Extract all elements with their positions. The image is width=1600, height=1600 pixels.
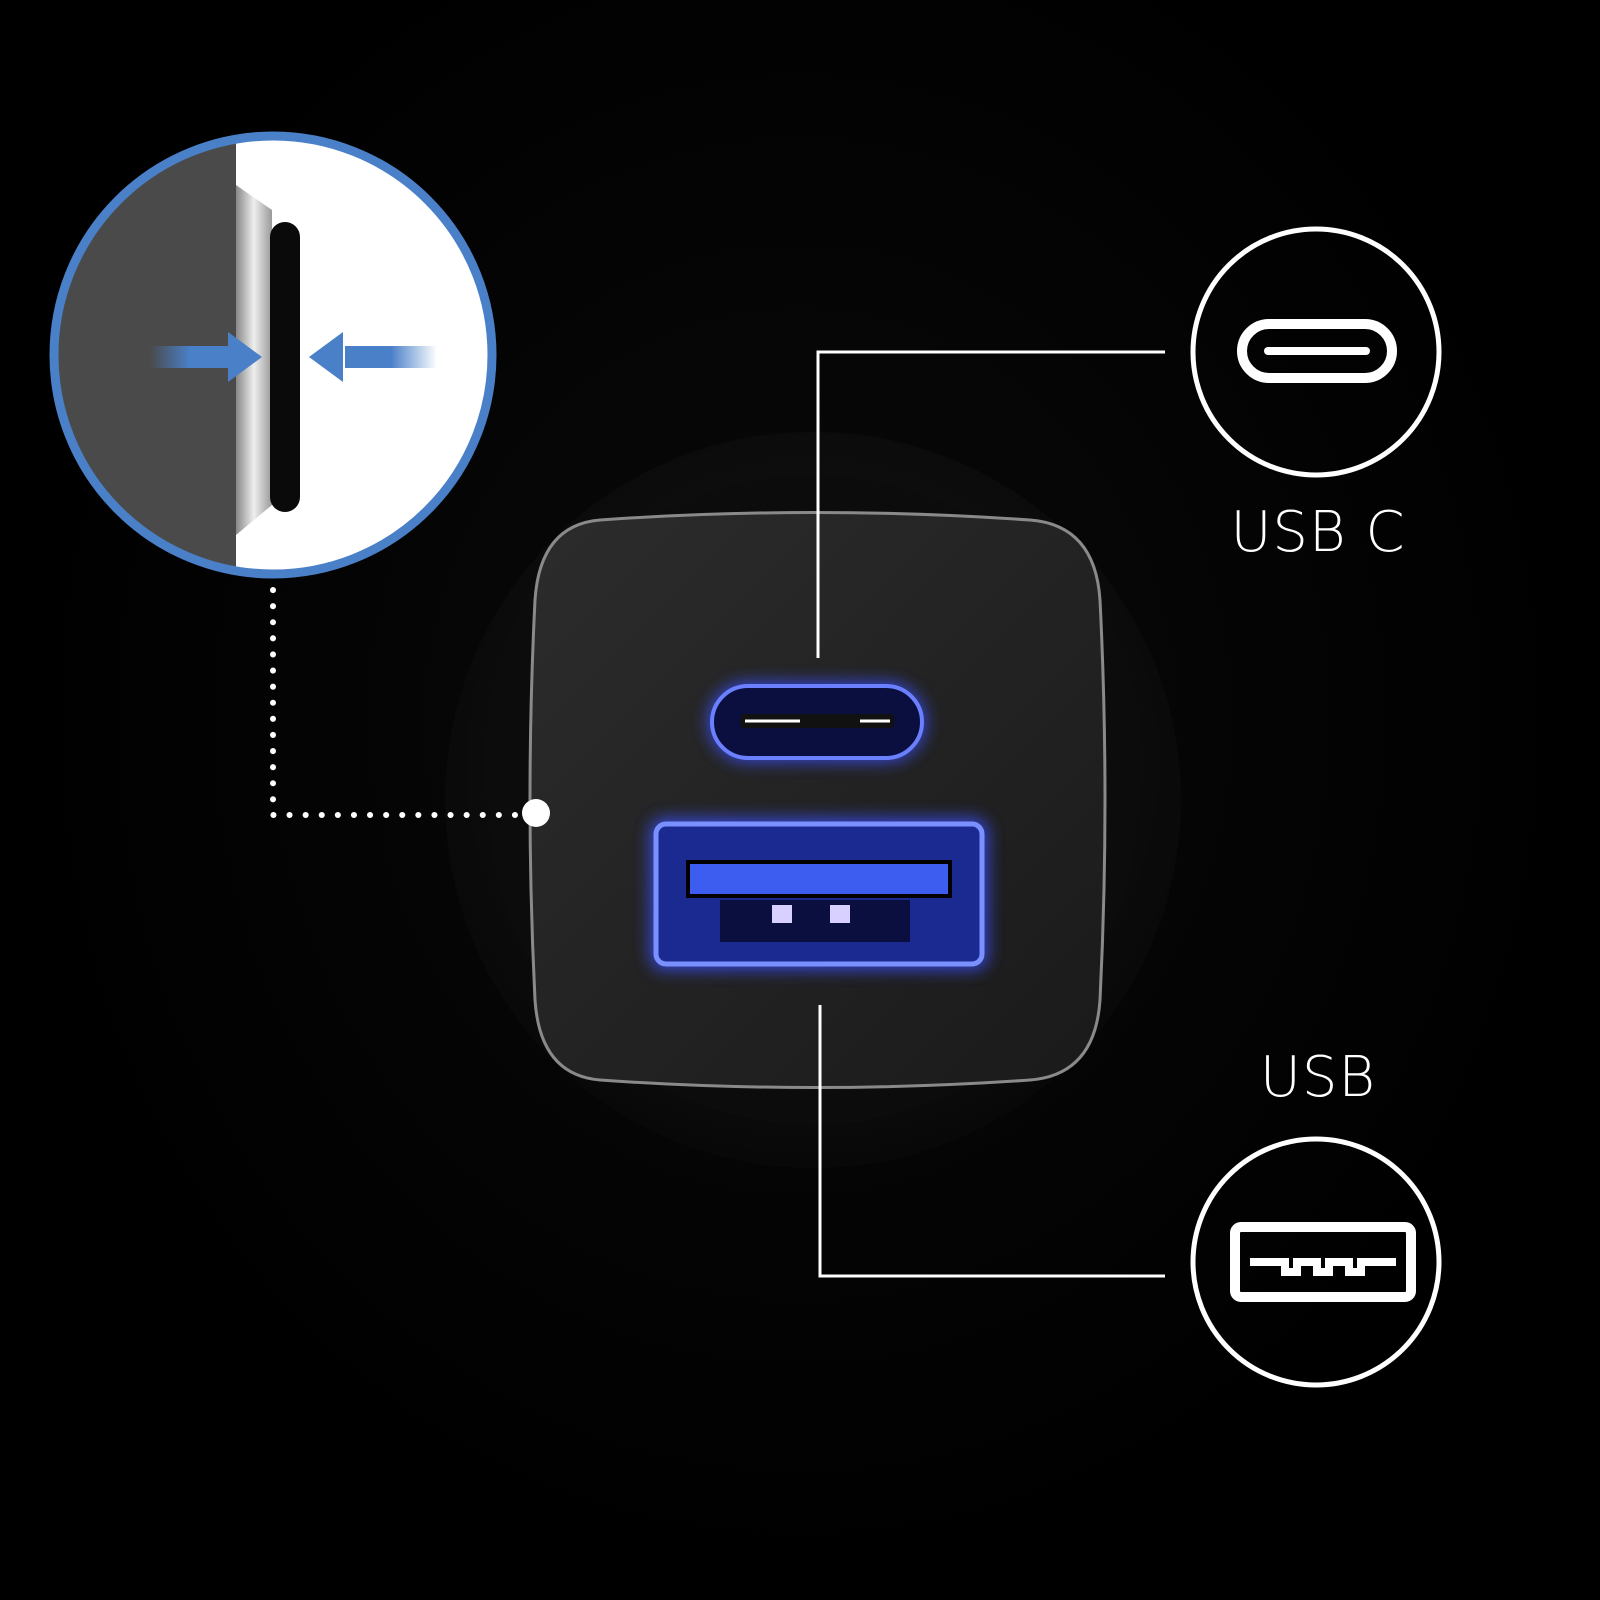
usb-c-port	[708, 682, 926, 762]
usb-a-port	[650, 818, 988, 970]
flush-fit-detail-icon	[49, 131, 497, 579]
usb-c-callout-line	[816, 350, 1165, 658]
car-charger	[445, 432, 1181, 1168]
inset-callout-dot	[522, 799, 550, 827]
usb-a-label: USB	[1259, 1045, 1377, 1110]
usb-c-port-icon	[1190, 226, 1442, 478]
usb-c-label: USB C	[1230, 500, 1406, 565]
usb-a-port-icon	[1190, 1136, 1442, 1388]
usb-a-callout-line	[818, 1005, 1165, 1278]
inset-callout-dotted-line	[270, 587, 523, 818]
